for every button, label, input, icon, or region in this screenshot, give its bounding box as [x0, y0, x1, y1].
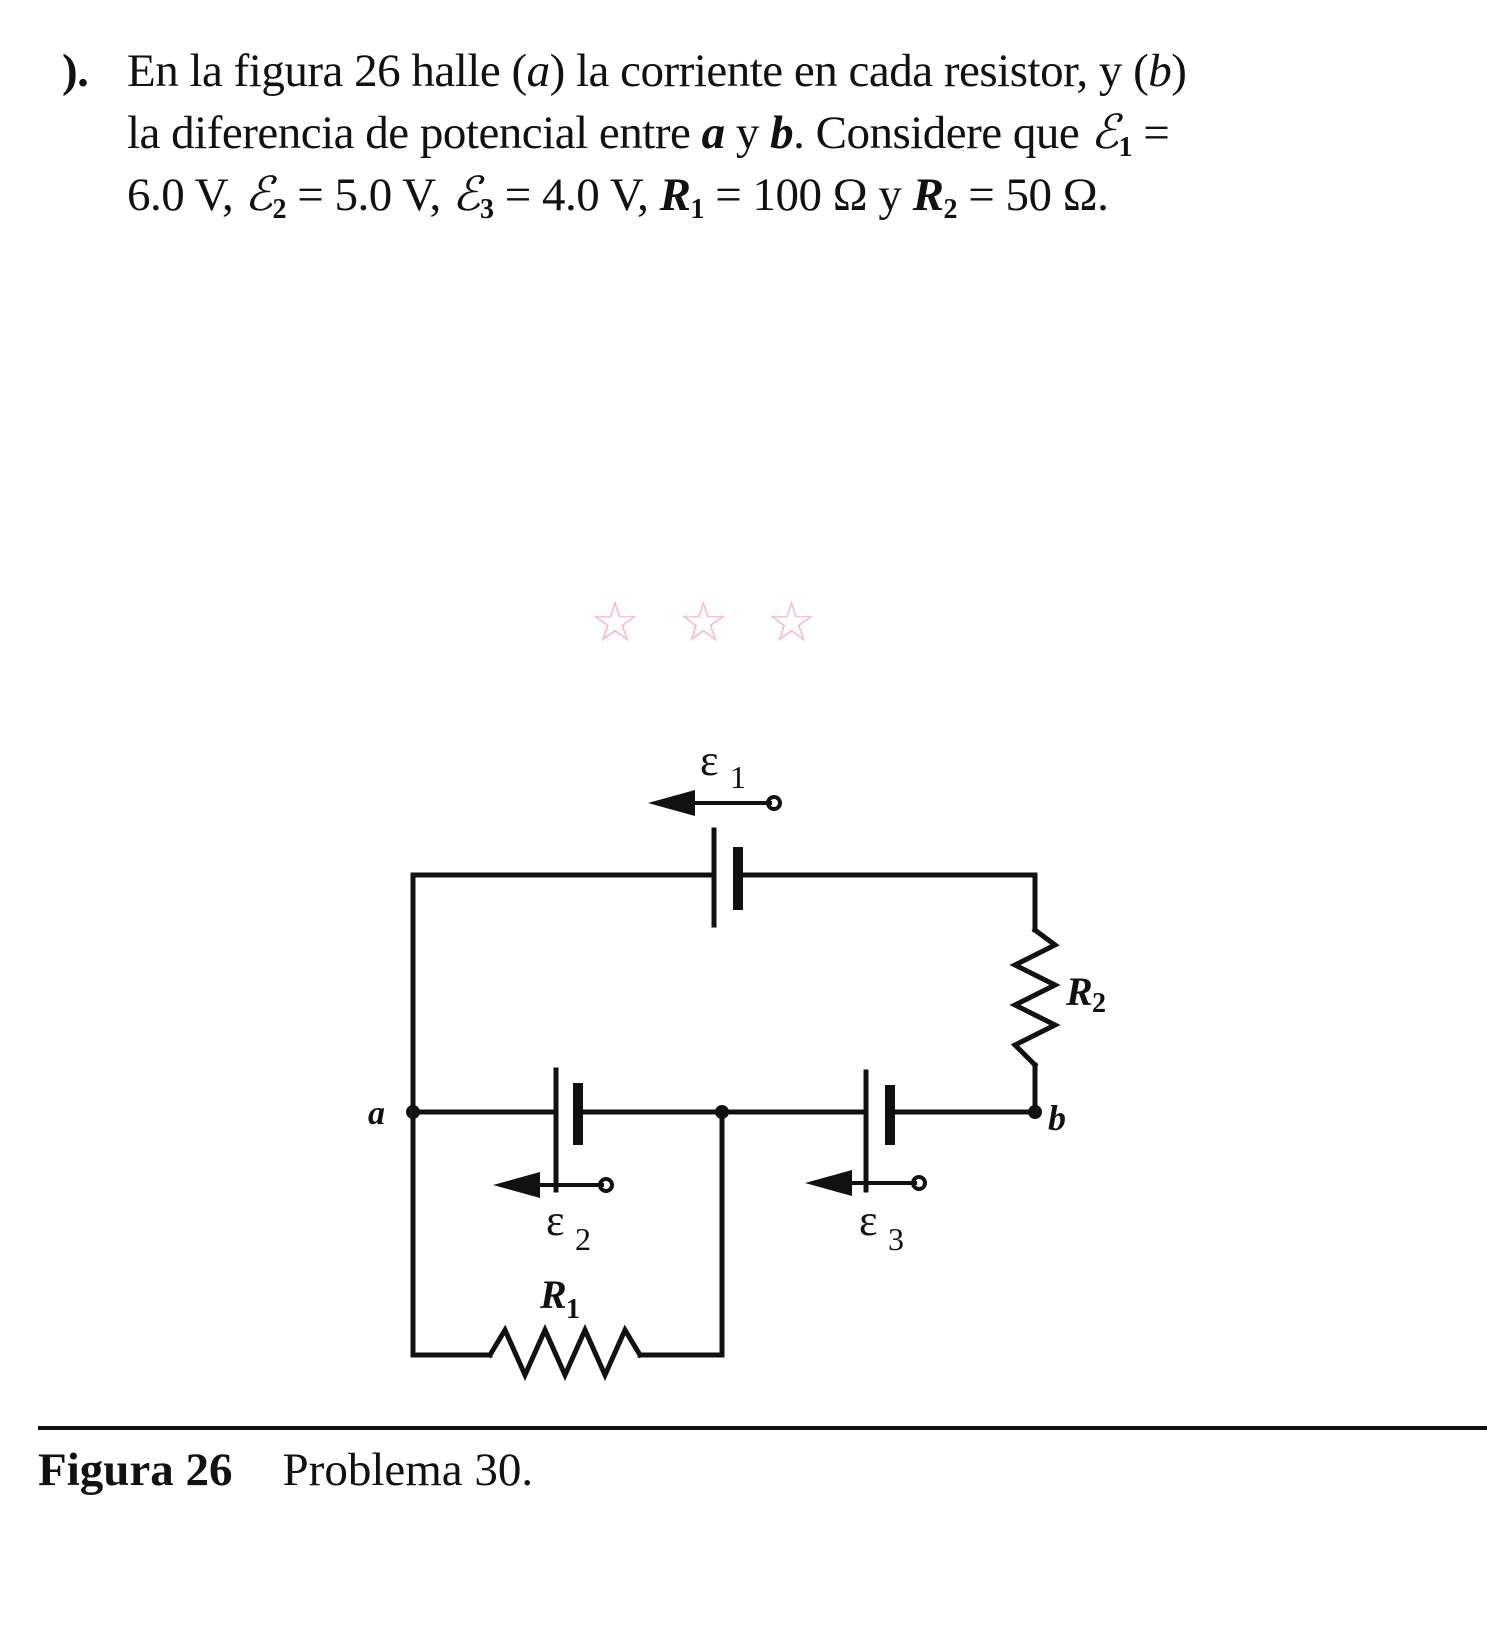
emf-symbol: ℰ	[1090, 107, 1119, 159]
wire-top	[410, 872, 1038, 933]
problem-number: ).	[62, 45, 89, 97]
r1-label: R	[539, 1272, 567, 1317]
emf2-arrowhead	[493, 1172, 540, 1198]
wire-middle	[410, 1062, 1038, 1115]
emf2-subscript: 2	[575, 1221, 591, 1257]
junction-dot	[715, 1105, 729, 1119]
star-decoration: ☆☆☆	[590, 592, 855, 654]
text: a	[526, 45, 551, 97]
figure-number: Figura 26	[38, 1444, 233, 1496]
text: 2	[943, 194, 957, 225]
text: ) la corriente en cada resistor, y (	[549, 45, 1149, 97]
r2-subscript: 2	[1092, 988, 1106, 1019]
text: y	[724, 107, 771, 159]
emf1-arrowhead	[648, 790, 695, 816]
node-b-dot	[1028, 1105, 1042, 1119]
text: 1	[690, 194, 704, 225]
text: )	[1171, 45, 1187, 97]
text: 6.0 V,	[127, 169, 245, 221]
node-a-dot	[406, 1105, 420, 1119]
node-a-label: a	[368, 1095, 385, 1132]
r1-subscript: 1	[566, 1294, 580, 1325]
emf3-arrow-tail	[911, 1175, 927, 1191]
figure-caption: Figura 26 Problema 30.	[38, 1443, 533, 1497]
emf3-subscript: 3	[888, 1221, 904, 1257]
problem-line-3: 6.0 V, ℰ2 = 5.0 V, ℰ3 = 4.0 V, R1 = 100 …	[127, 164, 1109, 241]
text: la diferencia de potencial entre	[127, 107, 702, 159]
text: =	[1132, 107, 1170, 159]
resistor-r2	[1009, 926, 1061, 1069]
emf-symbol: ℰ	[244, 169, 273, 221]
resistor-r1	[486, 1323, 644, 1382]
node-b-label: b	[1048, 1098, 1066, 1138]
text: R	[912, 169, 944, 221]
wire-left	[410, 872, 493, 1358]
emf3-label: ε	[859, 1196, 877, 1245]
text: b	[770, 107, 794, 159]
caption-rule	[38, 1426, 1487, 1430]
emf3-arrowhead	[805, 1170, 852, 1196]
emf2-arrow-tail	[598, 1177, 614, 1193]
text: 3	[480, 194, 494, 225]
emf1-arrow-tail	[766, 795, 782, 811]
emf-symbol: ℰ	[452, 169, 481, 221]
text: = 5.0 V,	[286, 169, 453, 221]
text: a	[701, 107, 726, 159]
text: . Considere que	[793, 107, 1091, 159]
text: = 4.0 V,	[493, 169, 660, 221]
text: = 50 Ω.	[956, 169, 1109, 221]
text: b	[1148, 45, 1172, 97]
problem-line-2: la diferencia de potencial entre a y b. …	[127, 102, 1170, 179]
caption-text: Problema 30.	[282, 1444, 534, 1496]
text: 1	[1118, 132, 1133, 163]
emf1-label: ε	[700, 736, 718, 785]
wire-junction-down	[637, 1109, 725, 1358]
text: 2	[272, 194, 287, 225]
emf1-subscript: 1	[730, 759, 746, 795]
text: En la figura 26 halle (	[127, 45, 527, 97]
text: = 100 Ω y	[703, 169, 913, 221]
problem-line-1: En la figura 26 halle (a) la corriente e…	[127, 40, 1187, 102]
emf2-label: ε	[546, 1196, 564, 1245]
r2-label: R	[1065, 969, 1093, 1014]
text: R	[659, 169, 691, 221]
